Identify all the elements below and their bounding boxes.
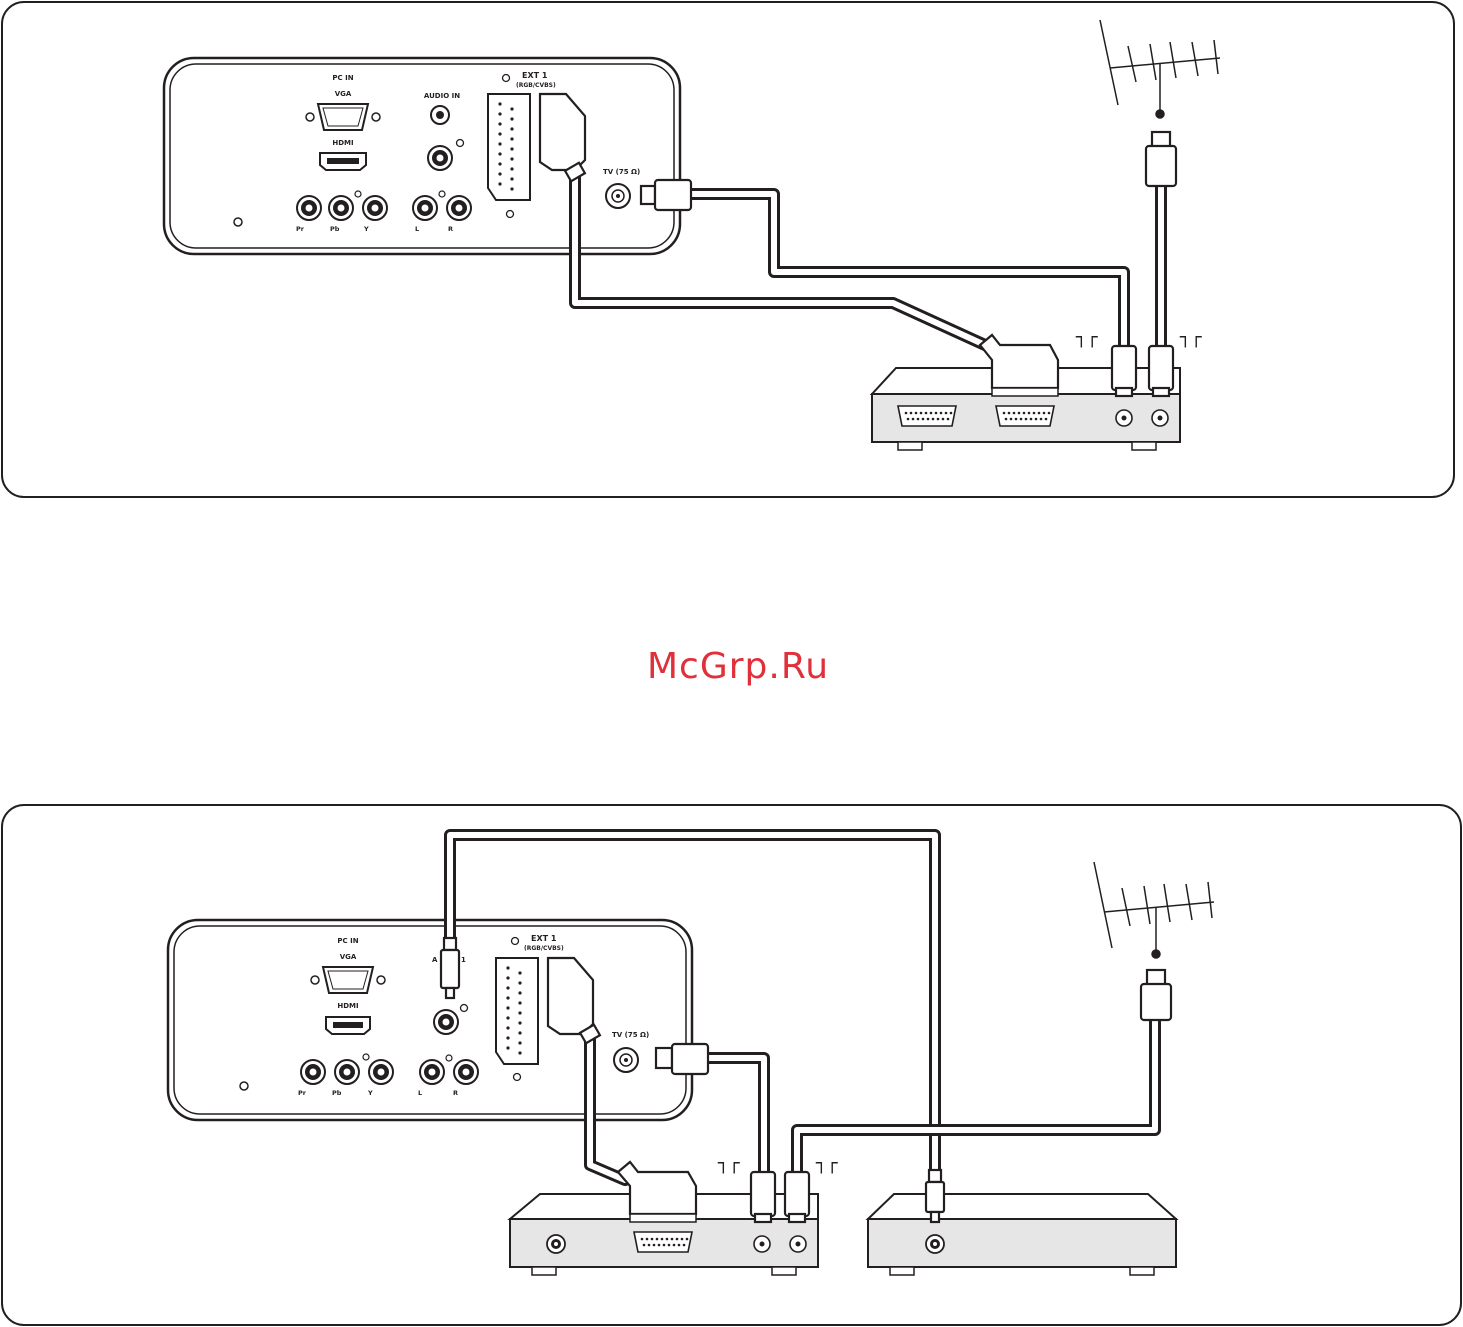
tv-antenna-label-2: TV (75 Ω) bbox=[612, 1031, 649, 1039]
pb-label-2: Pb bbox=[332, 1089, 342, 1097]
hdmi-port bbox=[320, 153, 366, 170]
y-label: Y bbox=[363, 225, 369, 233]
tv-rear-panel-2: PC IN VGA HDMI Pr Pb Y bbox=[168, 920, 692, 1120]
audio-in-jack bbox=[431, 106, 449, 124]
tv-antenna-socket bbox=[606, 184, 630, 208]
y-jack-2 bbox=[369, 1060, 393, 1084]
tv-antenna-socket-2 bbox=[614, 1048, 638, 1072]
audio-r-jack-2 bbox=[454, 1060, 478, 1084]
pr-label: Pr bbox=[296, 225, 305, 233]
vga-label-2: VGA bbox=[340, 953, 357, 961]
pr-jack-2 bbox=[301, 1060, 325, 1084]
spdif-jack bbox=[428, 146, 452, 170]
l-label: L bbox=[415, 225, 419, 233]
vga-label: VGA bbox=[335, 90, 352, 98]
r-label-2: R bbox=[453, 1089, 458, 1097]
audio-device bbox=[868, 1194, 1176, 1275]
pr-jack bbox=[297, 196, 321, 220]
y-label-2: Y bbox=[367, 1089, 373, 1097]
y-jack bbox=[363, 196, 387, 220]
audio-jack-label-1: 1 bbox=[461, 956, 466, 964]
scart-plug-recorder bbox=[980, 335, 1058, 396]
ext1-label-2: EXT 1 bbox=[531, 934, 557, 943]
bottom-panel: PC IN VGA HDMI Pr Pb Y bbox=[2, 805, 1461, 1325]
l-label-2: L bbox=[418, 1089, 422, 1097]
hdmi-port-2 bbox=[326, 1017, 370, 1034]
r-label: R bbox=[448, 225, 453, 233]
pc-in-label: PC IN bbox=[332, 74, 353, 82]
tv-antenna-label: TV (75 Ω) bbox=[603, 168, 640, 176]
antenna-out-symbol-2: ┐┌ bbox=[717, 1153, 741, 1174]
tv-rear-panel: PC IN VGA HDMI AUDIO IN bbox=[164, 58, 680, 254]
pb-label: Pb bbox=[330, 225, 340, 233]
ext1-label: EXT 1 bbox=[522, 71, 548, 80]
antenna-out-symbol: ┐┌ bbox=[1075, 327, 1099, 348]
spdif-jack-2 bbox=[434, 1010, 458, 1034]
audio-plug-tv bbox=[441, 938, 459, 998]
ext1-sub-label-2: (RGB/CVBS) bbox=[524, 945, 564, 952]
hdmi-label: HDMI bbox=[332, 139, 353, 147]
pc-in-label-2: PC IN bbox=[337, 937, 358, 945]
watermark: McGrp.Ru bbox=[647, 646, 829, 687]
scart-plug-recorder-2 bbox=[618, 1162, 696, 1222]
ext1-scart-port bbox=[488, 94, 530, 200]
pb-jack-2 bbox=[335, 1060, 359, 1084]
ext1-scart-port-2 bbox=[496, 958, 538, 1064]
audio-l-jack bbox=[413, 196, 437, 220]
audio-l-jack-2 bbox=[420, 1060, 444, 1084]
ext1-sub-label: (RGB/CVBS) bbox=[516, 82, 556, 89]
audio-jack-label-a: A bbox=[432, 956, 438, 964]
antenna-in-symbol: ┐┌ bbox=[1179, 327, 1203, 348]
pr-label-2: Pr bbox=[298, 1089, 307, 1097]
audio-r-jack bbox=[447, 196, 471, 220]
antenna-in-symbol-2: ┐┌ bbox=[815, 1153, 839, 1174]
hdmi-label-2: HDMI bbox=[337, 1002, 358, 1010]
pb-jack bbox=[329, 196, 353, 220]
top-panel: PC IN VGA HDMI AUDIO IN bbox=[2, 2, 1454, 497]
audio-in-label: AUDIO IN bbox=[424, 92, 460, 100]
